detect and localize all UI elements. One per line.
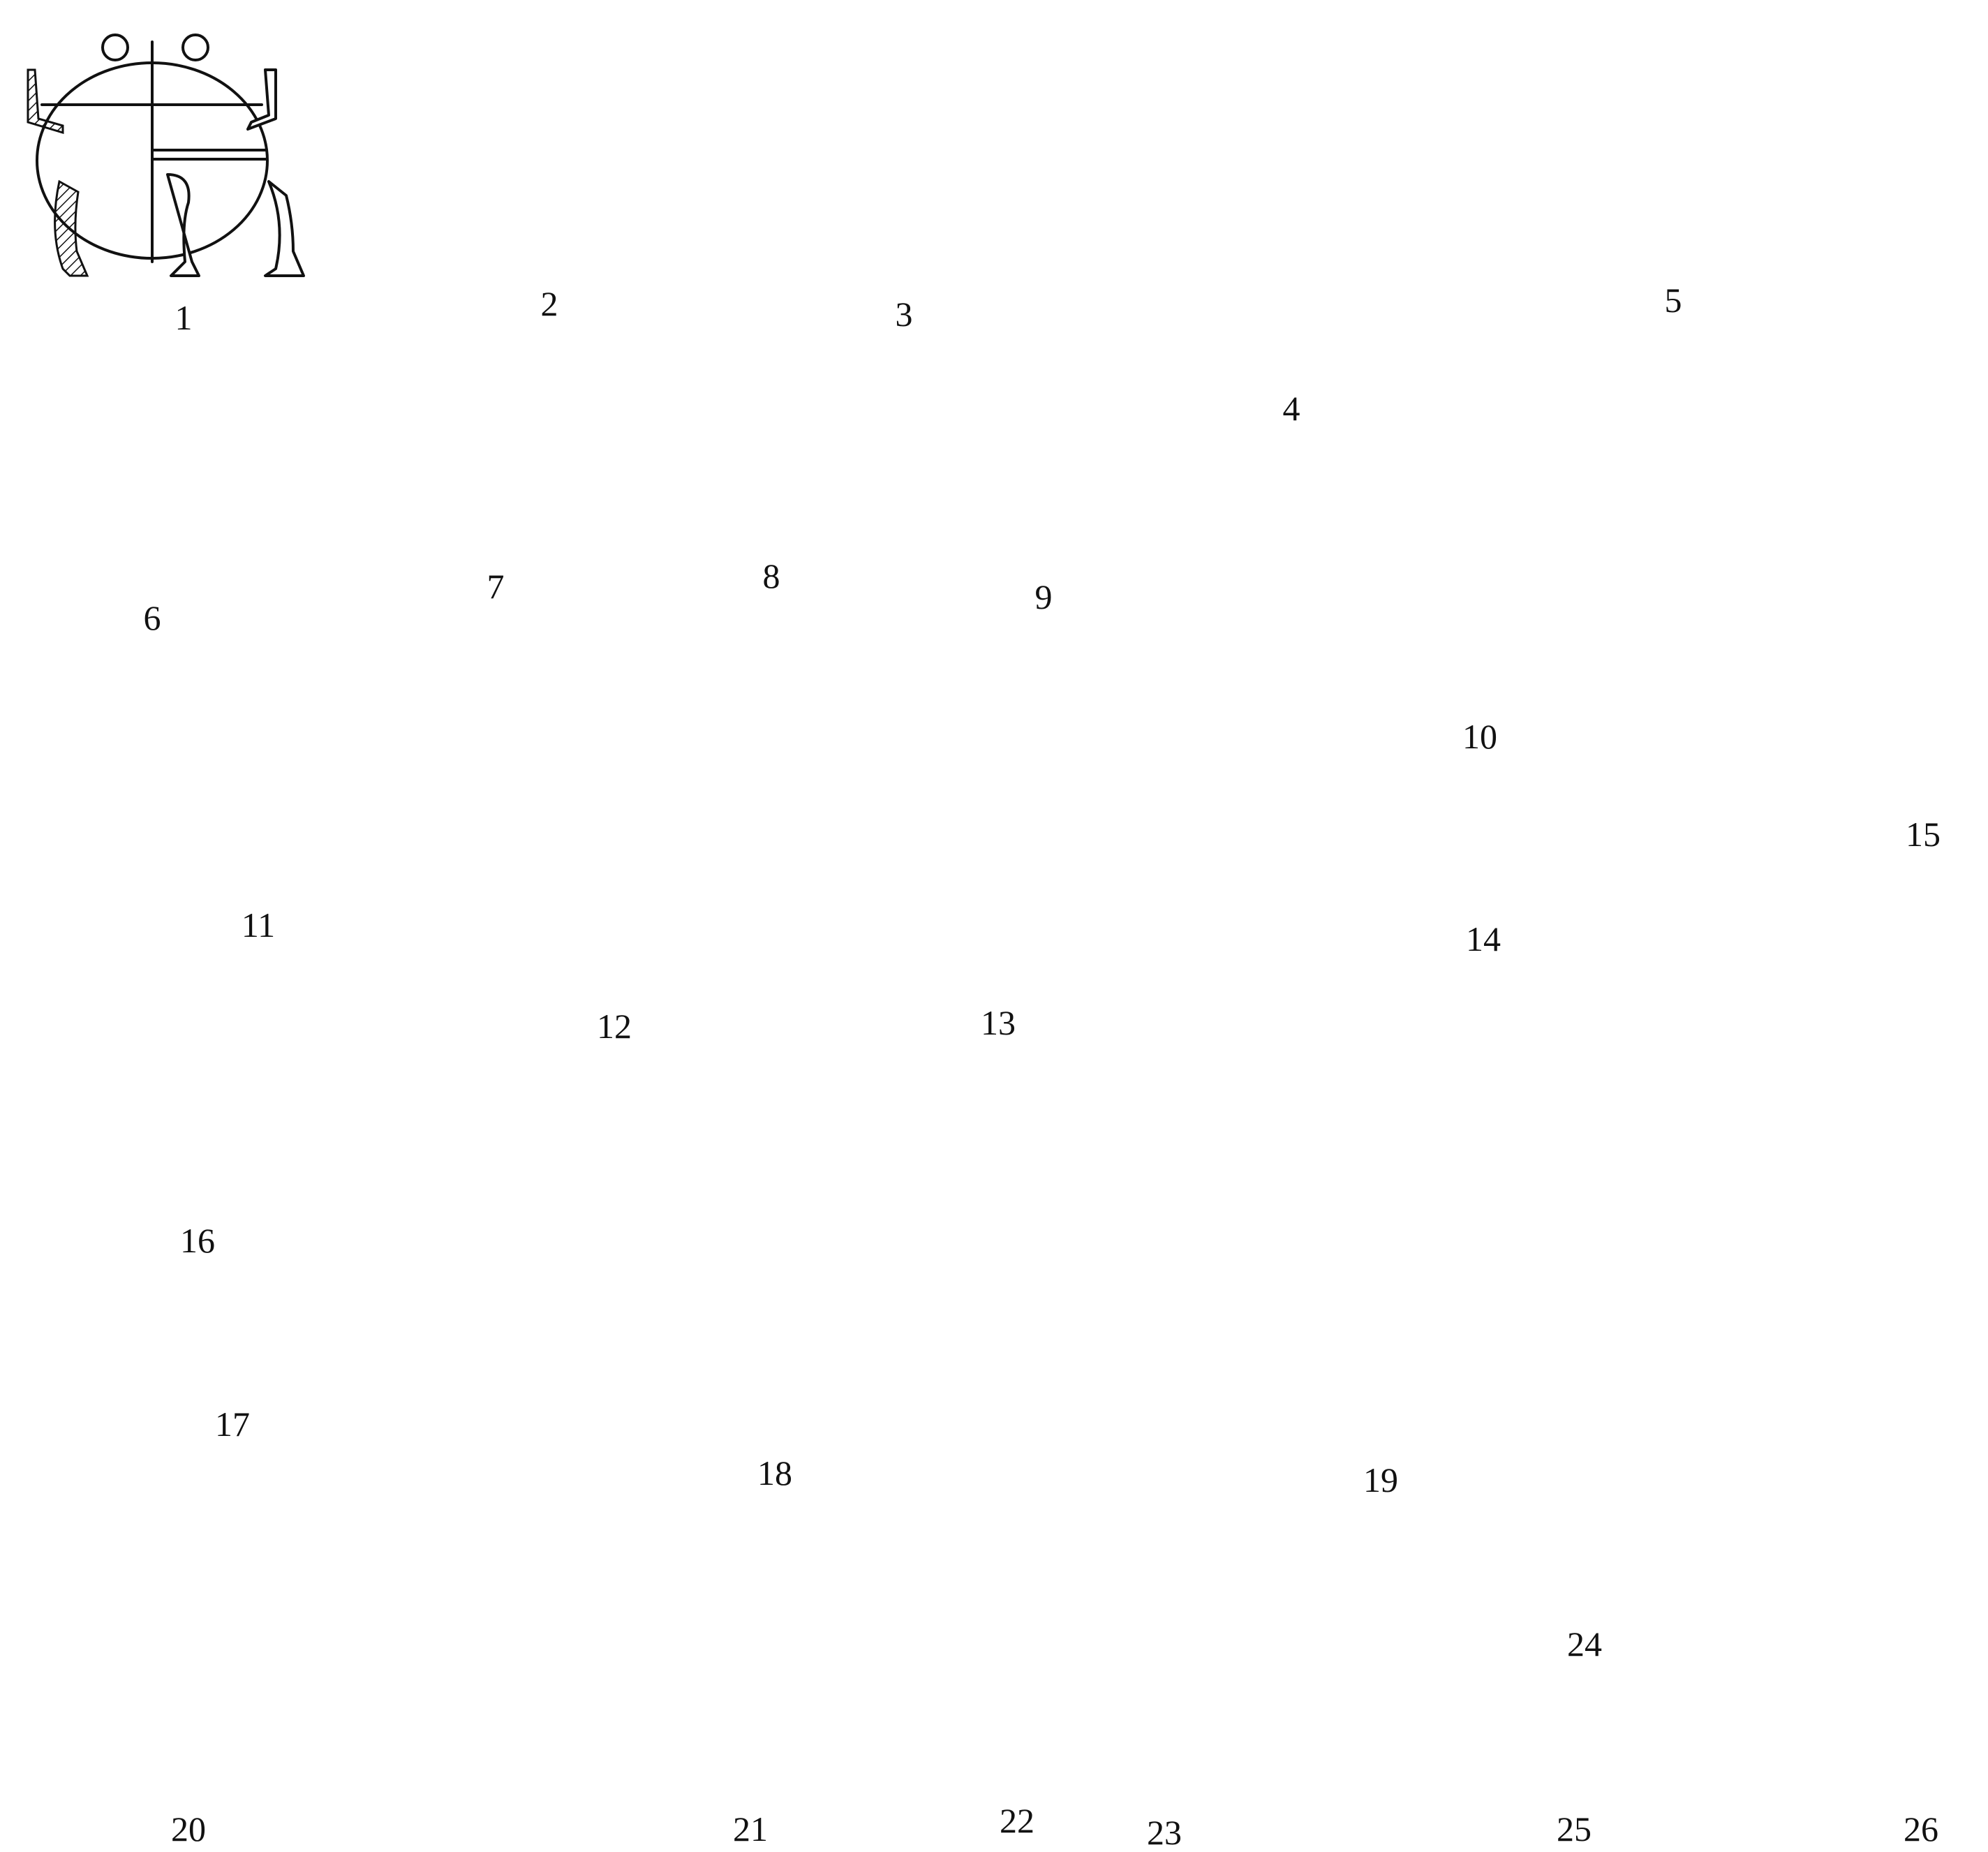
label-5: 5 [1664, 281, 1682, 320]
label-9: 9 [1034, 577, 1053, 616]
label-12: 12 [597, 1007, 632, 1046]
label-21: 21 [733, 1809, 768, 1849]
label-10: 10 [1462, 717, 1497, 756]
label-8: 8 [762, 556, 780, 595]
label-24: 24 [1567, 1624, 1602, 1664]
label-11: 11 [241, 905, 276, 944]
label-3: 3 [895, 295, 913, 334]
label-15: 15 [1906, 815, 1941, 854]
label-7: 7 [487, 567, 505, 606]
label-6: 6 [143, 598, 161, 637]
label-22: 22 [1000, 1801, 1034, 1840]
label-19: 19 [1363, 1460, 1398, 1499]
label-18: 18 [757, 1453, 792, 1492]
label-14: 14 [1466, 919, 1501, 958]
label-20: 20 [171, 1809, 206, 1849]
label-26: 26 [1904, 1809, 1938, 1849]
label-1: 1 [175, 298, 193, 337]
label-17: 17 [215, 1405, 250, 1444]
label-13: 13 [981, 1003, 1016, 1042]
label-23: 23 [1147, 1813, 1182, 1852]
label-4: 4 [1282, 389, 1300, 428]
label-25: 25 [1557, 1809, 1592, 1849]
label-16: 16 [180, 1221, 215, 1260]
label-2: 2 [540, 284, 558, 323]
artifact-1-tripod-ding [27, 34, 305, 277]
